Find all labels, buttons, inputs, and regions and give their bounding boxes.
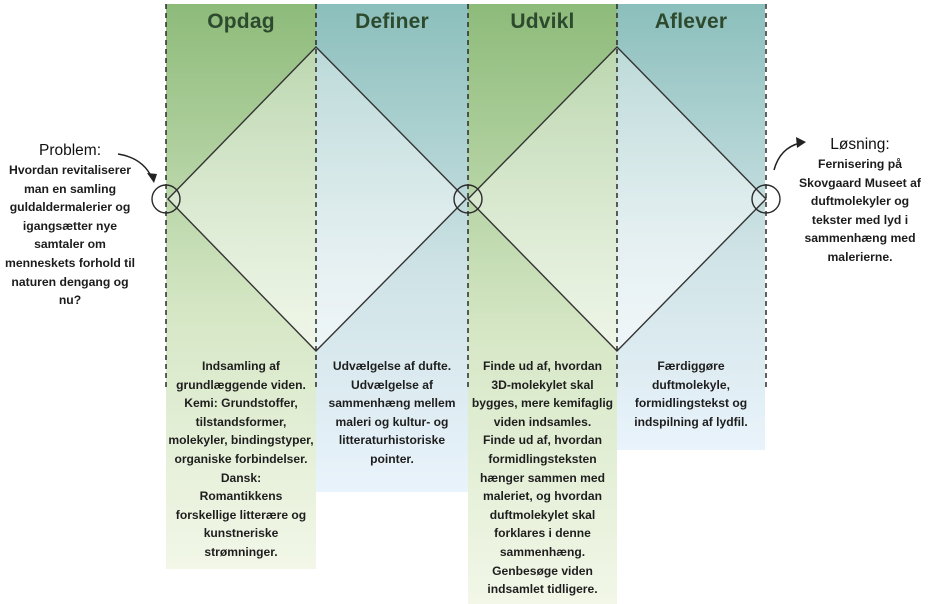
phase-title-udvikl: Udvikl	[510, 10, 575, 33]
problem-heading: Problem:	[38, 142, 102, 159]
solution-heading: Løsning:	[830, 136, 890, 153]
problem-text: Hvordan revitaliserer man en samling gul…	[4, 163, 136, 308]
phase-dividers	[165, 4, 767, 388]
node-circle-end	[751, 184, 781, 214]
phase-title-opdag: Opdag	[207, 10, 275, 33]
solution-arrow-head	[796, 137, 806, 148]
diamond-left	[167, 46, 467, 352]
solution-text: Fernisering på Skovgaard Museet af duftm…	[799, 157, 921, 264]
diamond-right	[467, 46, 767, 352]
phase-text-definer: Udvælgelse af dufte. Udvælgelse af samme…	[328, 359, 456, 466]
node-circle-middle	[453, 184, 483, 214]
phase-title-definer: Definer	[355, 10, 429, 33]
node-circle-start	[151, 184, 181, 214]
phase-text-udvikl: Finde ud af, hvordan 3D-molekylet skal b…	[471, 359, 614, 597]
phase-text-opdag: Indsamling af grundlæggende viden. Kemi:…	[168, 359, 314, 559]
problem-arrow-head	[147, 173, 157, 183]
phase-text-aflever: Færdiggøre duftmolekyle, formidlingsteks…	[634, 359, 748, 429]
phase-title-aflever: Aflever	[654, 10, 728, 33]
